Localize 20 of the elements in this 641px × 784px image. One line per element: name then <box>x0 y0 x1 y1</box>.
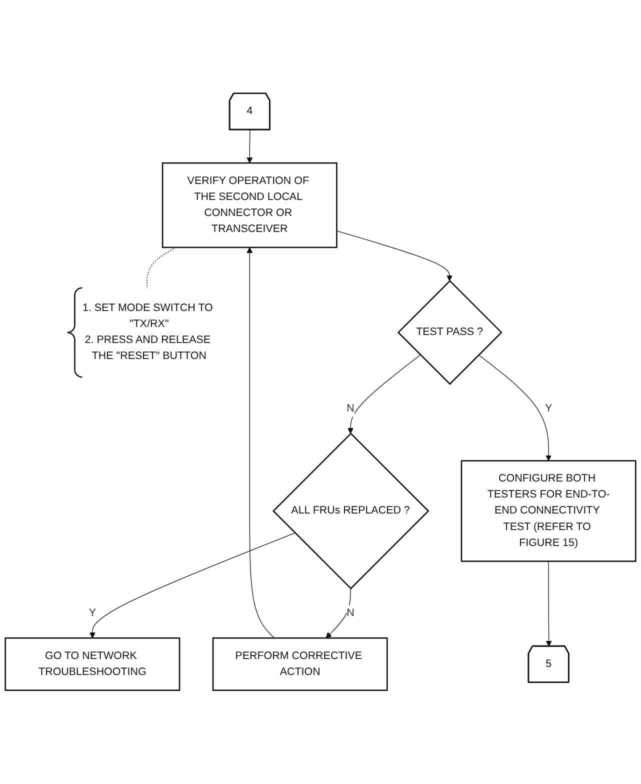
arrow <box>336 230 452 282</box>
arrow <box>546 561 552 647</box>
connector <box>146 247 176 289</box>
node-box: VERIFY OPERATION OF THE SECOND LOCAL CONNECTOR OR TRANSCEIVER <box>162 162 338 248</box>
arrow <box>246 247 275 639</box>
node-diamond: ALL FRUs REPLACED ? <box>272 432 430 590</box>
arrow <box>326 588 351 638</box>
arrow <box>246 130 253 164</box>
node-box: GO TO NETWORK TROUBLESHOOTING <box>4 638 180 692</box>
node-box: PERFORM CORRECTIVE ACTION <box>212 638 388 692</box>
edge-label: Y <box>544 402 552 414</box>
arrow <box>90 532 296 638</box>
edge-label: N <box>346 402 354 414</box>
node-diamond: TEST PASS ? <box>397 280 502 386</box>
node-box: CONFIGURE BOTH TESTERS FOR END-TO-END CONNECTIVITY TEST (REFER TO FIGURE 15) <box>460 460 636 562</box>
edge-label: Y <box>88 607 96 619</box>
arrow <box>478 354 552 462</box>
edge-label: N <box>346 607 354 619</box>
arrow <box>348 354 421 434</box>
node-text: 1. SET MODE SWITCH TO "TX/RX" 2. PRESS AND RELEASE THE "RESET" BUTTON <box>82 302 213 362</box>
